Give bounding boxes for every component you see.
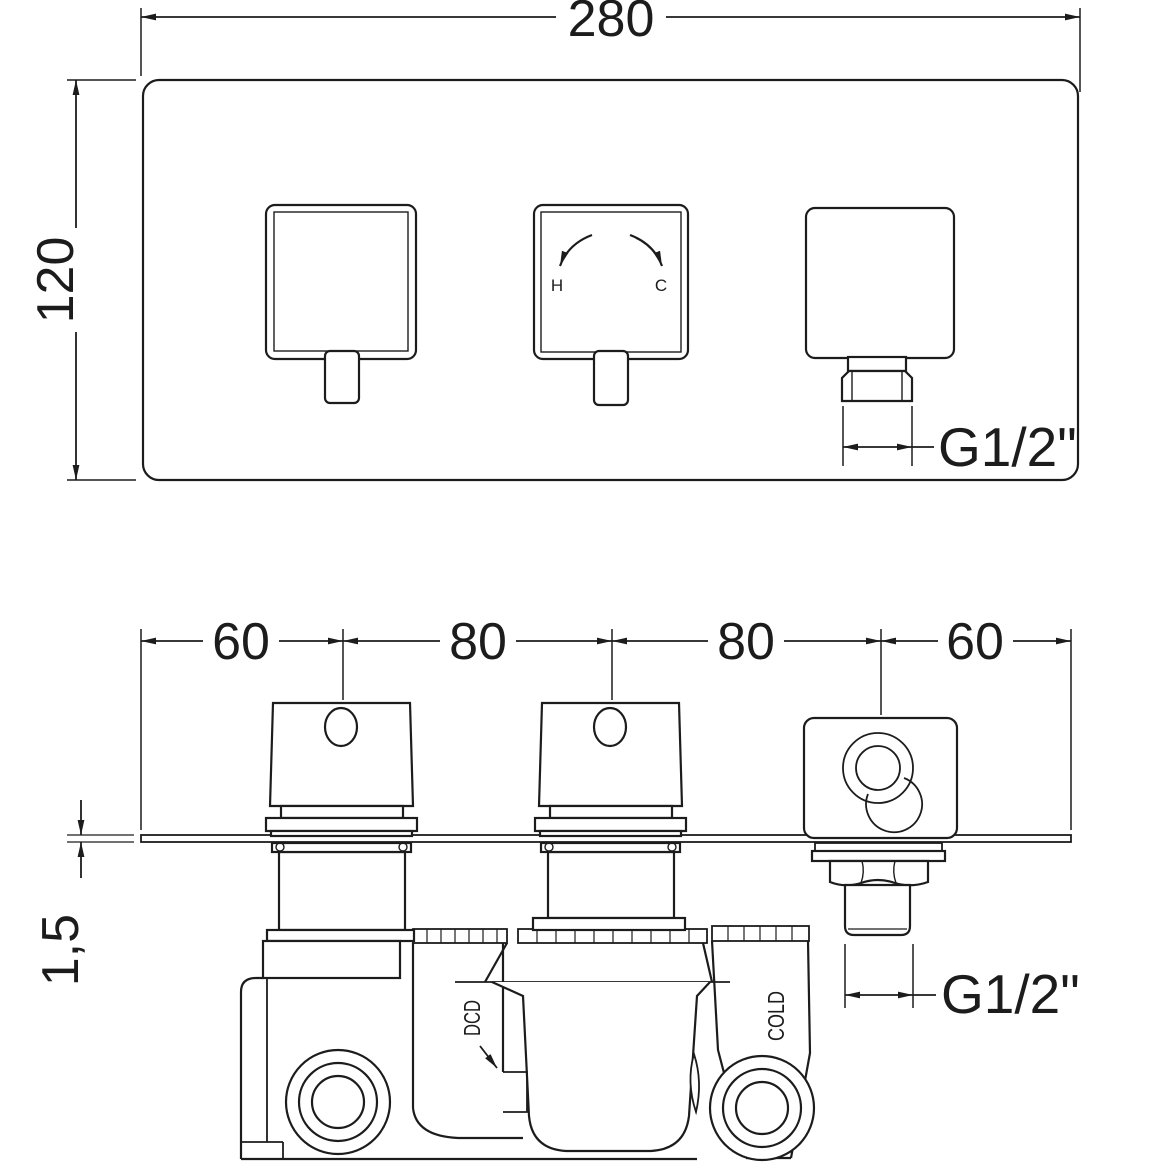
valve-manifold: DCD COLD <box>239 925 816 1162</box>
serrated-strip-left <box>412 928 508 944</box>
threaded-stub <box>840 369 914 403</box>
outlet-threaded-stub <box>843 883 912 937</box>
hot-label: H <box>551 276 563 295</box>
dimension-plate-width: 280 <box>140 0 1081 92</box>
manifold-left-block <box>239 976 697 1161</box>
outlet-housing <box>802 716 959 840</box>
spacing-80-left: 80 <box>449 613 507 671</box>
left-handle-lever <box>323 349 361 405</box>
top-view: 280 120 H C <box>27 0 1081 482</box>
dcd-leader-arrow <box>479 1045 498 1069</box>
plate-height-value: 120 <box>27 237 85 324</box>
dimension-plate-thickness: 1,5 <box>32 800 134 986</box>
left-port-boss <box>284 1048 392 1156</box>
left-knob-body <box>268 701 415 808</box>
gasket-sliver <box>689 1050 700 1116</box>
manifold-center-column: DCD <box>411 943 523 1140</box>
plate-width-value: 280 <box>568 0 655 48</box>
dimension-thread-top: G1/2" <box>842 406 1077 478</box>
thermostat-control: H C <box>532 203 690 407</box>
cold-port-boss <box>708 1054 816 1162</box>
middle-knob-body <box>537 701 684 808</box>
bottom-view: 60 80 80 60 1,5 <box>32 613 1080 1162</box>
column-notch <box>503 1071 528 1113</box>
left-knob-pin <box>323 706 359 748</box>
cold-port-label: COLD <box>763 991 789 1041</box>
spacing-60-left: 60 <box>212 613 270 671</box>
dimension-thread-bottom: G1/2" <box>844 944 1080 1025</box>
dimension-plate-height: 120 <box>27 79 136 481</box>
thermostat-handle-lever <box>592 349 630 407</box>
spacing-80-right: 80 <box>717 613 775 671</box>
flow-control-left <box>264 203 418 405</box>
dcd-port-label: DCD <box>459 1000 485 1036</box>
plate-thickness-value: 1,5 <box>32 914 90 986</box>
outlet-connection-top <box>804 206 956 403</box>
outlet-neck <box>846 355 908 373</box>
cold-rotation-arrow <box>629 233 664 267</box>
middle-knob-pin <box>592 706 628 748</box>
dimension-spacing-chain: 60 80 80 60 <box>140 613 1072 830</box>
serrated-strip-right <box>711 925 810 942</box>
cold-label: C <box>655 276 667 295</box>
hot-rotation-arrow <box>558 233 593 267</box>
mixing-chamber <box>455 942 730 1153</box>
outlet-connection-bottom <box>802 716 959 937</box>
spacing-60-right: 60 <box>946 613 1004 671</box>
thread-size-top: G1/2" <box>938 416 1077 478</box>
outlet-hex-nut <box>828 859 930 887</box>
valve-cartridge-left <box>261 701 419 980</box>
manifold-right-block: COLD <box>689 940 816 1162</box>
thread-size-bottom: G1/2" <box>941 963 1080 1025</box>
valve-cartridge-middle <box>531 701 688 932</box>
